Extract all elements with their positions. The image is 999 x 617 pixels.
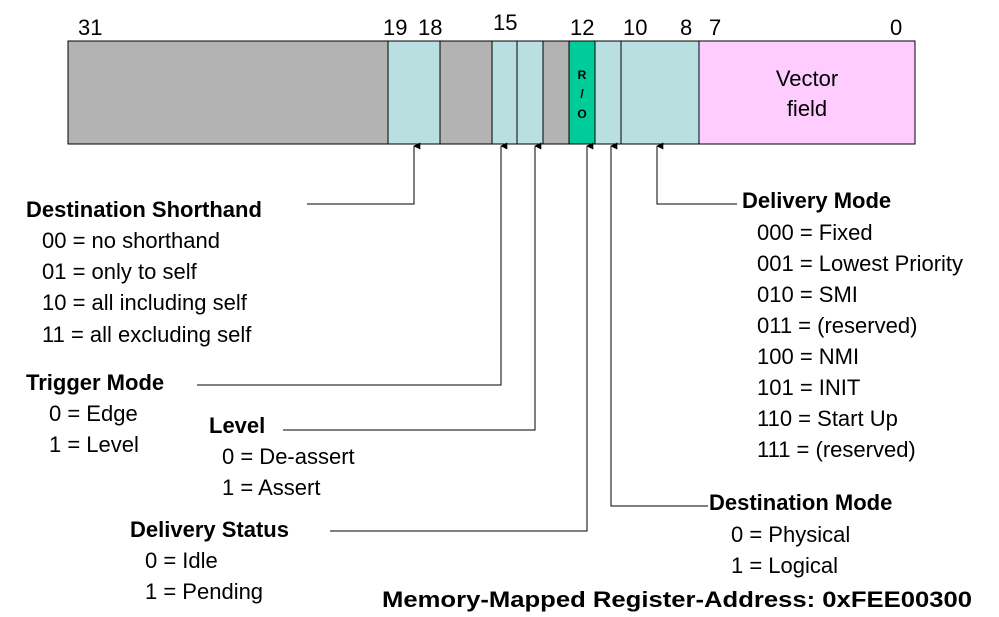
delivery-mode-title: Delivery Mode [742,188,891,213]
bit-label-18: 18 [418,15,442,40]
reserved-field-mid [439,40,493,145]
ro-label-o: O [577,107,586,121]
delivery-mode-item-5: 101 = INIT [757,375,860,400]
destination-mode-title: Destination Mode [709,490,892,515]
destination-mode-item-0: 0 = Physical [731,522,850,547]
connectors [197,142,737,532]
delivery-mode-group: Delivery Mode 000 = Fixed 001 = Lowest P… [742,188,963,462]
register-bar: R / O Vector field [67,40,916,145]
bit-label-10: 10 [623,15,647,40]
register-address-caption: Memory-Mapped Register-Address: 0xFEE003… [382,587,972,612]
bit-label-7: 7 [709,15,721,40]
trigger-mode-item-1: 1 = Level [49,432,139,457]
connector-destination-mode [610,142,708,507]
destination-shorthand-item-1: 01 = only to self [42,259,198,284]
delivery-status-title: Delivery Status [130,517,289,542]
delivery-mode-item-0: 000 = Fixed [757,220,873,245]
destination-shorthand-item-0: 00 = no shorthand [42,228,220,253]
ro-label-slash: / [580,87,584,101]
level-group: Level 0 = De-assert 1 = Assert [209,413,355,500]
destination-mode-group: Destination Mode 0 = Physical 1 = Logica… [709,490,892,578]
bit-label-31: 31 [78,15,102,40]
level-title: Level [209,413,265,438]
delivery-mode-item-1: 001 = Lowest Priority [757,251,963,276]
delivery-mode-item-2: 010 = SMI [757,282,858,307]
connector-trigger-mode [197,142,508,386]
destination-shorthand-title: Destination Shorthand [26,197,262,222]
delivery-mode-field [620,40,700,145]
destination-shorthand-item-3: 11 = all excluding self [42,322,252,347]
reserved-field-high [67,40,389,145]
delivery-mode-item-3: 011 = (reserved) [757,313,917,338]
bit-label-15: 15 [493,10,517,35]
level-item-1: 1 = Assert [222,475,320,500]
bit-number-row: 31 19 18 15 12 10 8 7 0 [78,10,902,40]
vector-field-label-line2: field [787,96,827,121]
destination-shorthand-field [387,40,441,145]
ro-label-r: R [578,68,587,82]
bit-label-8: 8 [680,15,692,40]
trigger-mode-title: Trigger Mode [26,370,164,395]
connector-delivery-status [330,142,594,532]
level-field [516,40,544,145]
delivery-mode-item-6: 110 = Start Up [757,406,898,431]
destination-shorthand-group: Destination Shorthand 00 = no shorthand … [26,197,262,347]
bit-label-0: 0 [890,15,902,40]
vector-field [698,40,916,145]
connector-destination-shorthand [307,142,421,205]
destination-shorthand-item-2: 10 = all including self [42,290,248,315]
delivery-status-field [568,40,596,145]
delivery-status-group: Delivery Status 0 = Idle 1 = Pending [130,517,289,604]
destination-mode-field [594,40,622,145]
vector-field-label-line1: Vector [776,66,838,91]
level-item-0: 0 = De-assert [222,444,355,469]
reserved-field-13 [542,40,570,145]
bit-label-12: 12 [570,15,594,40]
trigger-mode-item-0: 0 = Edge [49,401,138,426]
delivery-status-item-1: 1 = Pending [145,579,263,604]
delivery-mode-item-7: 111 = (reserved) [757,437,916,462]
delivery-mode-item-4: 100 = NMI [757,344,859,369]
delivery-status-item-0: 0 = Idle [145,548,218,573]
trigger-mode-field [491,40,518,145]
trigger-mode-group: Trigger Mode 0 = Edge 1 = Level [26,370,164,457]
bit-label-19: 19 [383,15,407,40]
connector-delivery-mode [656,142,737,205]
destination-mode-item-1: 1 = Logical [731,553,838,578]
connector-level [283,142,542,431]
